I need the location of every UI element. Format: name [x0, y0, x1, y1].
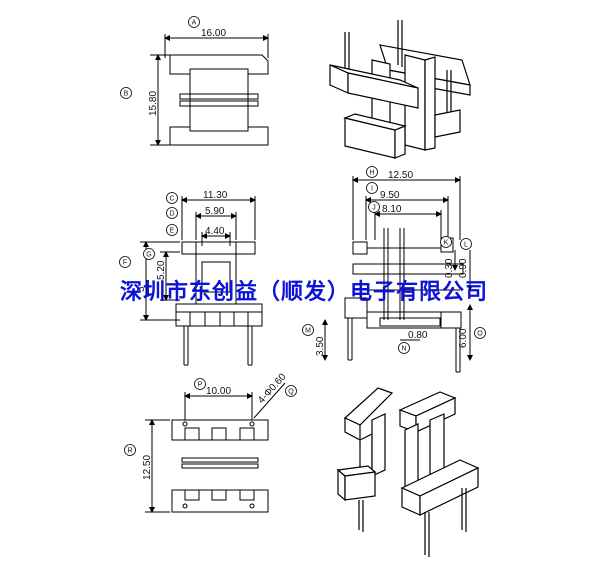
dim-view3-w2: 9.50 [380, 190, 400, 201]
callout-d-circle [166, 207, 178, 219]
dim-view3-h1: 0.30 [444, 258, 455, 278]
dim-view3-h3: 6.00 [458, 328, 469, 348]
callout-e-circle [166, 224, 178, 236]
callout-h: H [369, 170, 374, 177]
callout-p-circle [194, 378, 206, 390]
callout-o: O [477, 331, 483, 338]
dim-view3-w3: 8.10 [382, 204, 402, 215]
callout-c-circle [166, 192, 178, 204]
dim-view4-height: 12.50 [142, 455, 153, 480]
callout-f-circle [119, 256, 131, 268]
dim-view2-w1: 11.30 [203, 190, 228, 201]
callout-k: K [444, 240, 449, 247]
callout-q-circle [285, 385, 297, 397]
dim-view2-w2: 5.90 [205, 206, 225, 217]
dim-view4-pitch: 10.00 [206, 386, 231, 397]
callout-o-circle [474, 327, 486, 339]
dim-view2-w3: 4.40 [205, 226, 225, 237]
callout-b-circle [120, 87, 132, 99]
callout-l: L [464, 242, 468, 249]
company-watermark: 深圳市东创益（顺发）电子有限公司 [119, 279, 488, 305]
dim-view3-w1: 12.50 [388, 170, 413, 181]
isometric-view-top [329, 20, 471, 159]
callout-letters: A B C D E F G H I J K L M N O P Q R [123, 20, 483, 455]
callout-q: Q [288, 389, 294, 396]
callout-a-circle [188, 16, 200, 28]
callout-i-circle [366, 182, 378, 194]
callout-c: C [169, 196, 174, 203]
dim-view2-h1: 5.20 [156, 260, 167, 280]
callout-n-circle [398, 342, 410, 354]
dim-view3-h2: 0.90 [458, 258, 469, 278]
side-view-middle-right [322, 176, 473, 373]
callout-i: I [371, 186, 373, 193]
callout-r-circle [124, 444, 136, 456]
callout-m: M [305, 328, 311, 335]
callout-a: A [192, 20, 197, 27]
callout-r: R [127, 448, 132, 455]
callout-g-circle [143, 248, 155, 260]
front-view-top-left [150, 34, 269, 146]
dim-view3-pin-length: 3.50 [315, 336, 326, 356]
callout-e: E [170, 228, 175, 235]
callout-f: F [123, 260, 127, 267]
callout-j-circle [368, 201, 380, 213]
isometric-view-bottom [336, 387, 480, 557]
callout-g: G [146, 252, 151, 259]
callout-h-circle [366, 166, 378, 178]
bottom-view-left [145, 382, 286, 513]
callout-n: N [401, 346, 406, 353]
callout-p: P [198, 382, 203, 389]
callout-markers [119, 16, 486, 456]
callout-m-circle [302, 324, 314, 336]
dim-view2-h2: 5 [136, 286, 147, 292]
callout-j: J [372, 205, 376, 212]
callout-d: D [169, 211, 174, 218]
dim-view1-width: 16.00 [201, 28, 226, 39]
dim-view1-height: 15.80 [148, 91, 159, 116]
dim-view3-gap: 0.80 [408, 330, 428, 341]
callout-l-circle [460, 238, 472, 250]
dim-view4-hole: 4-Φ0.60 [256, 371, 289, 406]
callout-b: B [124, 91, 129, 98]
callout-k-circle [440, 236, 452, 248]
